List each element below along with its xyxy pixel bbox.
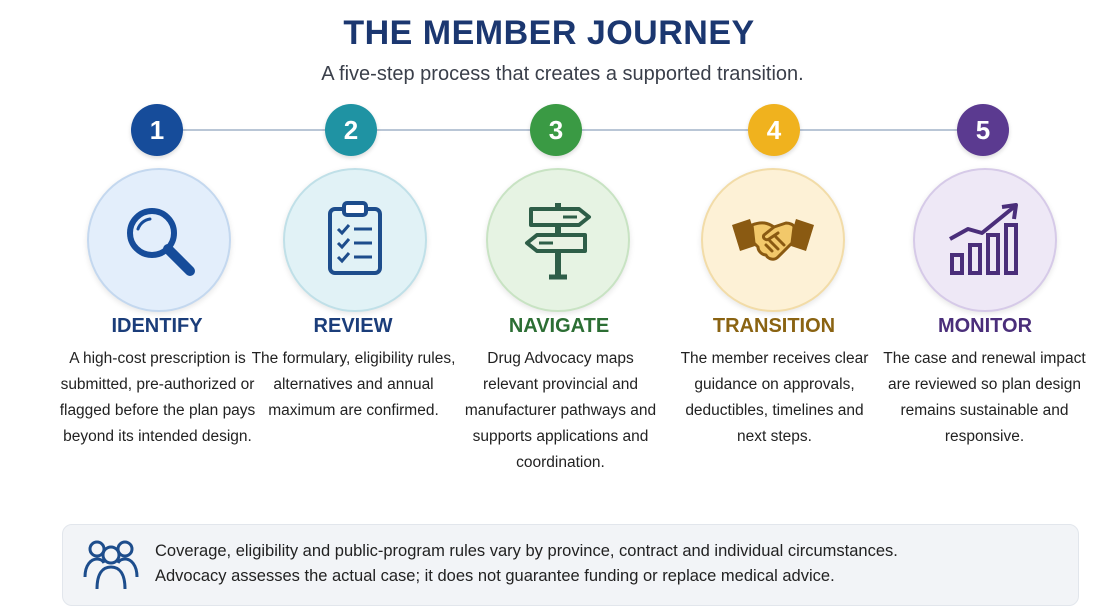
- step-description: A high-cost prescription is submitted, p…: [59, 350, 256, 445]
- step-description: The formulary, eligibility rules, altern…: [251, 350, 456, 419]
- handshake-icon: [732, 219, 814, 261]
- disclaimer-line-2: Advocacy assesses the actual case; it do…: [155, 567, 835, 585]
- step-number-badge: 2: [325, 104, 377, 156]
- growth-chart-icon: [949, 203, 1018, 275]
- step-icon-circle: [87, 168, 231, 312]
- step-label: NAVIGATE: [508, 315, 610, 337]
- step-number-badge: 3: [530, 104, 582, 156]
- magnifying-glass-icon: [127, 208, 195, 276]
- step-icon-circle: [913, 168, 1057, 312]
- clipboard-checklist-icon: [328, 201, 382, 275]
- step-description: The member receives clear guidance on ap…: [680, 350, 869, 445]
- page-title: THE MEMBER JOURNEY: [343, 14, 755, 52]
- step-number-badge: 1: [131, 104, 183, 156]
- step-icon-circle: [486, 168, 630, 312]
- step-number-badge: 4: [748, 104, 800, 156]
- step-label: TRANSITION: [712, 315, 836, 337]
- step-label: IDENTIFY: [111, 315, 203, 337]
- step-icon-circle: [701, 168, 845, 312]
- step-label: MONITOR: [937, 315, 1033, 337]
- step-description: Drug Advocacy maps relevant provincial a…: [464, 350, 657, 471]
- step-number-badge: 5: [957, 104, 1009, 156]
- disclaimer-box: Coverage, eligibility and public-program…: [62, 524, 1079, 606]
- step-icon-circle: [283, 168, 427, 312]
- disclaimer-text: Coverage, eligibility and public-program…: [155, 539, 1055, 589]
- step-label: REVIEW: [313, 315, 393, 337]
- people-group-icon: [83, 540, 139, 589]
- disclaimer-line-1: Coverage, eligibility and public-program…: [155, 542, 898, 560]
- page-subtitle: A five-step process that creates a suppo…: [321, 63, 804, 85]
- signpost-icon: [525, 203, 591, 280]
- step-description: The case and renewal impact are reviewed…: [883, 350, 1086, 445]
